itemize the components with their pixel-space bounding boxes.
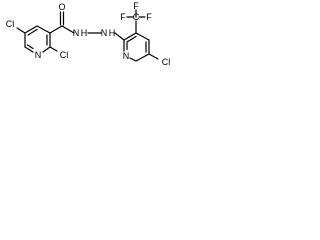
bond bbox=[135, 53, 150, 62]
chemical-structure-diagram: Cl Cl N O N H N H N Cl C F F F bbox=[6, 1, 171, 67]
bond bbox=[24, 46, 34, 53]
bond bbox=[42, 46, 51, 53]
bond bbox=[16, 27, 26, 34]
atom-label-f: F bbox=[146, 12, 152, 22]
atom-label-n: N bbox=[101, 28, 108, 38]
bond bbox=[36, 25, 51, 34]
atom-label-cl: Cl bbox=[162, 57, 171, 67]
bond bbox=[24, 25, 38, 34]
bond bbox=[148, 53, 159, 60]
bond bbox=[27, 28, 38, 36]
bond bbox=[49, 46, 58, 52]
atom-label-cl: Cl bbox=[6, 19, 15, 29]
right-pyridine-ring bbox=[123, 32, 150, 62]
left-pyridine-ring bbox=[24, 25, 51, 53]
bond bbox=[129, 57, 137, 62]
bond bbox=[126, 35, 137, 43]
atom-label-c: C bbox=[133, 12, 140, 22]
atom-label-f: F bbox=[133, 1, 139, 11]
atom-label-h: H bbox=[109, 28, 116, 38]
bond bbox=[61, 25, 75, 34]
bond bbox=[114, 32, 125, 41]
atom-label-n: N bbox=[35, 50, 42, 60]
atom-label-f: F bbox=[120, 12, 126, 22]
atom-label-cl: Cl bbox=[60, 50, 69, 60]
bond bbox=[135, 32, 150, 41]
atom-label-h: H bbox=[81, 28, 88, 38]
bond bbox=[26, 44, 34, 50]
bond bbox=[49, 25, 63, 34]
atom-label-n: N bbox=[123, 51, 130, 61]
bond bbox=[123, 32, 137, 41]
atom-label-o: O bbox=[58, 2, 65, 12]
atom-label-n: N bbox=[73, 28, 80, 38]
